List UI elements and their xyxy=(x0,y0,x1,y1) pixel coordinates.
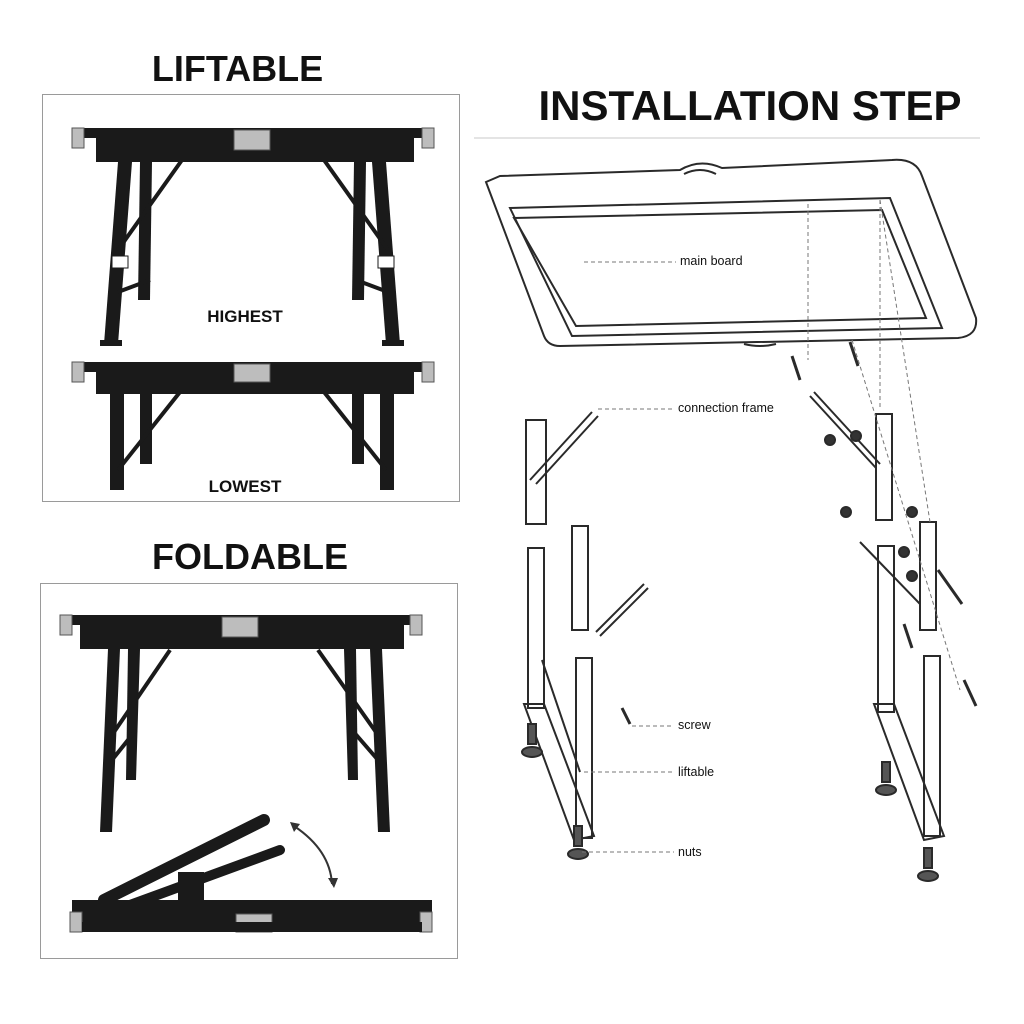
highest-caption: HIGHEST xyxy=(207,307,283,326)
guide-lines xyxy=(582,199,961,853)
table-unfolded-illustration xyxy=(59,614,423,832)
main-board-illustration xyxy=(484,158,978,348)
lowest-caption: LOWEST xyxy=(208,477,282,496)
leg-assembly-illustration xyxy=(521,341,978,882)
screw-label: screw xyxy=(678,718,711,732)
table-lowest-illustration xyxy=(71,361,435,490)
table-folded-illustration xyxy=(69,814,433,933)
connection-frame-label: connection frame xyxy=(678,401,774,415)
main-board-label: main board xyxy=(680,254,743,268)
foldable-heading: FOLDABLE xyxy=(152,536,348,577)
installation-step-heading: INSTALLATION STEP xyxy=(538,82,962,129)
table-highest-illustration xyxy=(71,127,435,346)
nuts-label: nuts xyxy=(678,845,702,859)
liftable-label: liftable xyxy=(678,765,715,779)
liftable-heading: LIFTABLE xyxy=(151,48,324,89)
